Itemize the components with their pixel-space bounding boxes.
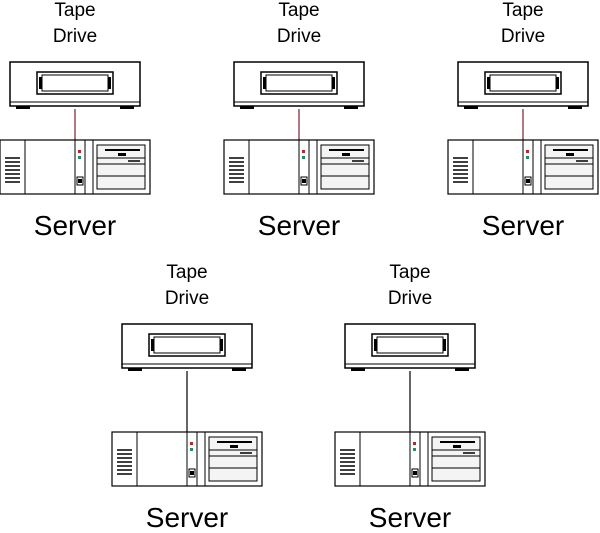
tape-drive-label-line1: Tape bbox=[166, 262, 207, 283]
tape-drive-label-line1: Tape bbox=[502, 0, 543, 21]
tape-drive-label-line2: Drive bbox=[277, 26, 321, 47]
tape-drive-label-line1: Tape bbox=[54, 0, 95, 21]
tape-drive-label-line2: Drive bbox=[501, 26, 545, 47]
tape-drive-label-line1: Tape bbox=[278, 0, 319, 21]
tape-drive-icon bbox=[457, 61, 589, 109]
server-label: Server bbox=[146, 502, 228, 533]
tape-drive-label-line1: Tape bbox=[389, 262, 430, 283]
tape-drive-icon bbox=[344, 323, 476, 371]
tape-drive-label-line2: Drive bbox=[388, 288, 432, 309]
server-label: Server bbox=[369, 502, 451, 533]
server-icon bbox=[0, 139, 151, 195]
tape-drive-label-line2: Drive bbox=[53, 26, 97, 47]
tape-drive-icon bbox=[9, 61, 141, 109]
tape-drive-icon bbox=[121, 323, 253, 371]
server-icon bbox=[223, 139, 375, 195]
tape-drive-label-line2: Drive bbox=[165, 288, 209, 309]
server-label: Server bbox=[482, 210, 564, 241]
server-label: Server bbox=[258, 210, 340, 241]
tape-drive-icon bbox=[233, 61, 365, 109]
server-icon bbox=[447, 139, 599, 195]
server-label: Server bbox=[34, 210, 116, 241]
server-icon bbox=[111, 431, 263, 487]
server-icon bbox=[334, 431, 486, 487]
